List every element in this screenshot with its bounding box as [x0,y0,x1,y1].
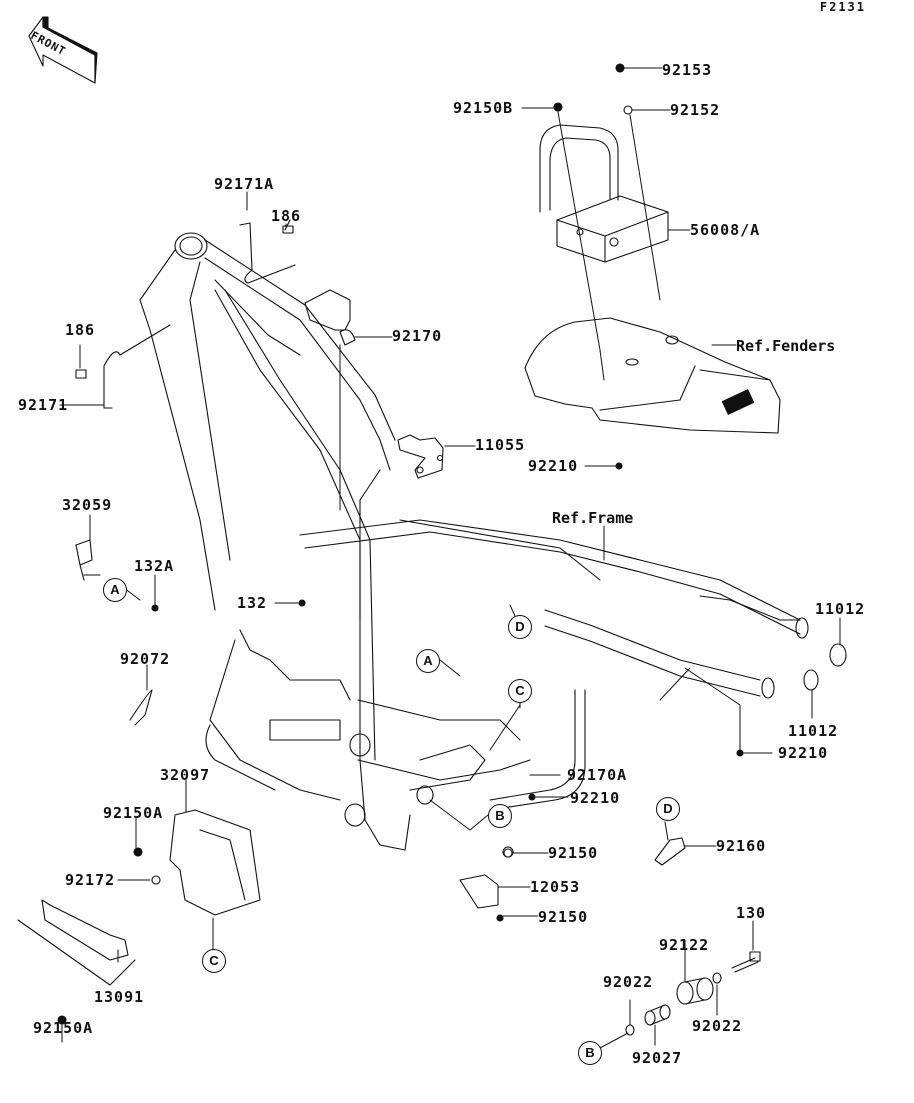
callout-c: C [202,949,226,973]
part-label[interactable]: 92172 [65,871,116,889]
part-label[interactable]: 92170A [567,766,628,784]
wire-92171-part [75,324,171,409]
part-label[interactable]: 132A [134,557,175,575]
part-label[interactable]: 186 [65,321,96,339]
part-label[interactable]: 92171 [18,396,69,414]
part-label[interactable]: 92170 [392,327,443,345]
part-label[interactable]: 32097 [160,766,211,784]
part-label[interactable]: 92150B [453,99,514,117]
part-label[interactable]: 130 [736,904,767,922]
part-label[interactable]: 13091 [94,988,145,1006]
rubber-92160-part [654,837,686,866]
wire-92171A-part [239,219,296,284]
sleeve-92027-part [644,1004,671,1026]
part-label[interactable]: 92022 [692,1017,743,1035]
part-label[interactable]: 92160 [716,837,767,855]
leader-lines [59,67,841,1049]
part-label[interactable]: 92072 [120,650,171,668]
cover-32097-part [169,809,261,916]
bolt-130-part [731,951,761,973]
part-label[interactable]: 11012 [815,600,866,618]
part-label[interactable]: 11012 [788,722,839,740]
caps-11012-part [803,643,847,691]
part-label[interactable]: 92210 [570,789,621,807]
part-label[interactable]: 12053 [530,878,581,896]
battery-case-part [539,124,669,263]
part-label[interactable]: 92022 [603,973,654,991]
ref-fenders-label[interactable]: Ref.Fenders [736,337,836,355]
clamp-32059-part [75,539,93,581]
callout-b: B [578,1041,602,1065]
part-label[interactable]: 92153 [662,61,713,79]
diagram-code: F2131 [819,0,866,14]
part-label[interactable]: 92152 [670,101,721,119]
part-label[interactable]: 92122 [659,936,710,954]
callout-a: A [416,649,440,673]
part-label[interactable]: 32059 [62,496,113,514]
part-label[interactable]: 92150A [33,1019,94,1037]
callout-d: D [508,615,532,639]
part-label[interactable]: 92150A [103,804,164,822]
rear-fender-part [524,317,781,434]
bracket-92170-part [304,289,356,346]
guard-13091-part [17,899,136,986]
collar-92122-part [676,977,714,1005]
ref-frame-label[interactable]: Ref.Frame [552,509,634,527]
part-label[interactable]: 92210 [528,457,579,475]
part-label[interactable]: 92027 [632,1049,683,1067]
part-label[interactable]: 56008/A [690,221,761,239]
bracket-11055-part [397,434,444,479]
callout-c: C [508,679,532,703]
front-arrow-icon [28,16,98,84]
motorcycle-frame-part [139,232,809,851]
callout-d: D [656,797,680,821]
part-label[interactable]: 92210 [778,744,829,762]
part-label[interactable]: 132 [237,594,268,612]
part-label[interactable]: 92150 [548,844,599,862]
part-label[interactable]: 11055 [475,436,526,454]
band-92072-part [129,689,153,726]
callout-b: B [488,804,512,828]
part-label[interactable]: 92150 [538,908,589,926]
part-label[interactable]: 186 [271,207,302,225]
callout-a: A [103,578,127,602]
part-label[interactable]: 92171A [214,175,275,193]
